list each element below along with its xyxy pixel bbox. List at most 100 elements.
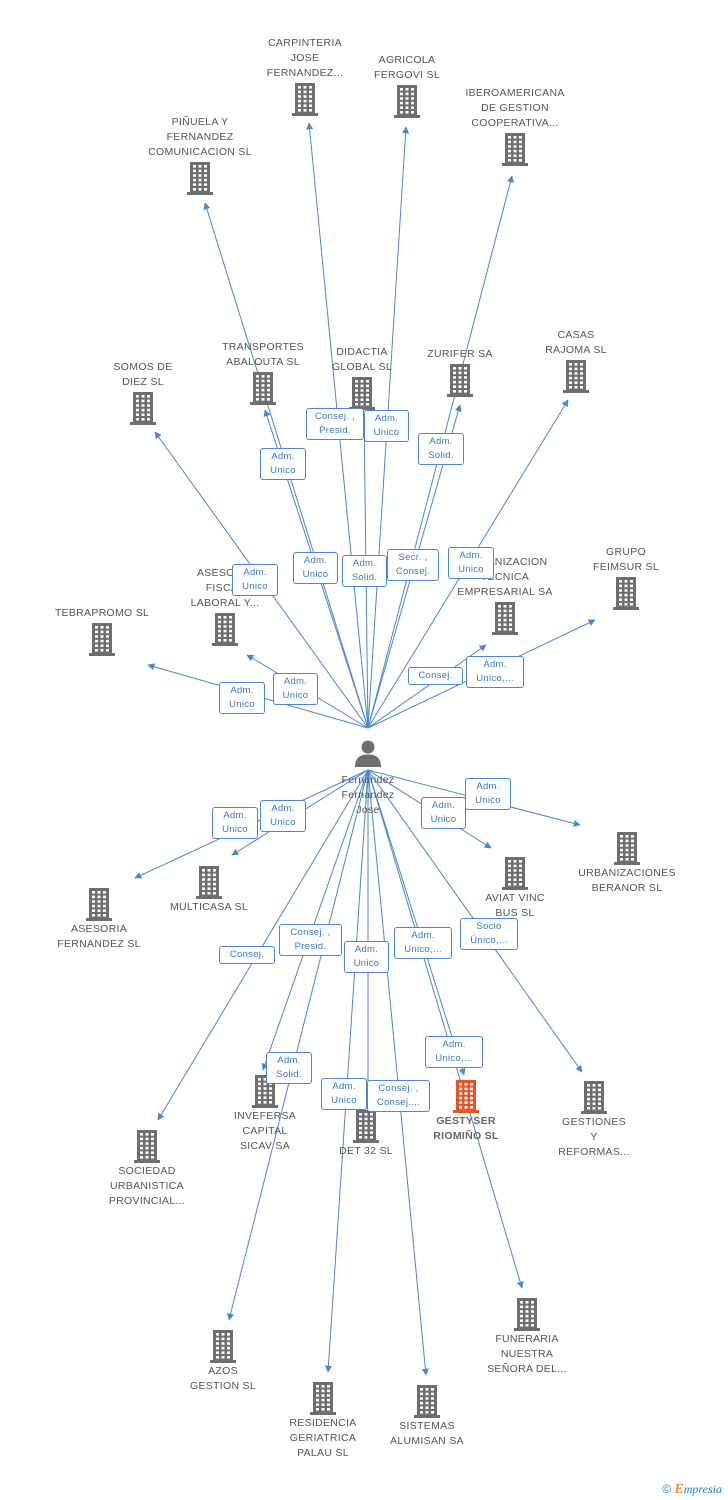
company-node-asesoria-fernandez[interactable]: ASESORIA FERNANDEZ SL [24,886,174,952]
building-icon [492,602,518,635]
building-icon [89,623,115,656]
company-name: ASESORIA FERNANDEZ SL [57,923,141,950]
edge-sistemas [367,769,429,1376]
role-label[interactable]: Adm. Solid. [342,555,387,587]
company-name: INVEFERSA CAPITAL SICAV SA [233,1110,297,1152]
building-icon [86,888,112,921]
company-name: ZURIFER SA [427,348,493,360]
company-node-residencia[interactable]: RESIDENCIA GERIATRICA PALAU SL [248,1380,398,1461]
company-node-iberoamericana[interactable]: IBEROAMERICANA DE GESTION COOPERATIVA... [440,86,590,167]
role-label[interactable]: Adm. Unico [364,410,409,442]
building-icon [502,857,528,890]
company-node-grupo[interactable]: GRUPO FEIMSUR SL [551,545,701,611]
company-node-carpinteria[interactable]: CARPINTERIA JOSE FERNANDEZ... [230,36,380,117]
building-icon [613,577,639,610]
building-icon [349,377,375,410]
edge-gestyser [367,769,466,1076]
role-label[interactable]: Adm. Unico,... [394,927,452,959]
company-node-zurifer[interactable]: ZURIFER SA [385,347,535,398]
edge-residencia [324,769,369,1373]
role-label[interactable]: Adm. Unico [344,941,389,973]
building-icon [514,1298,540,1331]
building-icon [614,832,640,865]
company-name: AZOS GESTION SL [189,1365,256,1392]
company-name: TEBRAPROMO SL [54,607,150,619]
company-node-didactia[interactable]: DIDACTIA GLOBAL SL [287,345,437,411]
building-icon [581,1081,607,1114]
edge-funeraria [367,769,524,1289]
role-label[interactable]: Adm. Unico [465,778,511,810]
role-label[interactable]: Secr. , Consej. [387,549,439,581]
role-label[interactable]: Adm. Unico [293,552,338,584]
company-node-gestiones[interactable]: GESTIONES Y REFORMAS... [519,1079,669,1160]
building-icon [353,1110,379,1143]
role-label[interactable]: Adm. Unico [260,800,306,832]
role-label[interactable]: Adm. Unico [232,564,278,596]
role-label[interactable]: Adm. Unico [421,797,466,829]
center-person[interactable]: Fernandez Fernandez Jose [330,738,406,818]
building-icon [134,1130,160,1163]
building-icon [394,85,420,118]
company-name: AGRICOLA FERGOVI SL [373,54,440,81]
company-node-sociedad[interactable]: SOCIEDAD URBANISTICA PROVINCIAL... [72,1128,222,1209]
building-icon [453,1080,479,1113]
role-label[interactable]: Consej. , Consej.... [367,1080,430,1112]
company-node-aviat[interactable]: AVIAT VINC BUS SL [440,855,590,921]
company-node-multicasa[interactable]: MULTICASA SL [134,864,284,915]
building-icon [292,83,318,116]
role-label[interactable]: Consej. , Presid. [306,408,364,440]
company-name: CASAS RAJOMA SL [545,329,607,356]
company-name: SOCIEDAD URBANISTICA PROVINCIAL... [108,1165,186,1207]
company-node-pinuela[interactable]: PIÑUELA Y FERNANDEZ COMUNICACION SL [125,115,275,196]
edge-inveferse [261,769,369,1071]
company-node-transportes[interactable]: TRANSPORTES ABALOUTA SL [188,340,338,406]
role-label[interactable]: Adm. Unico,... [466,656,524,688]
company-node-azos[interactable]: AZOS GESTION SL [148,1328,298,1394]
role-label[interactable]: Adm. Unico [273,673,318,705]
company-node-gestyser[interactable]: GESTYSER RIOMIÑO SL [391,1078,541,1144]
role-label[interactable]: Adm. Solid. [418,433,464,465]
building-icon [196,866,222,899]
building-icon [563,360,589,393]
company-name: AVIAT VINC BUS SL [485,892,545,919]
company-name: MULTICASA SL [169,901,249,913]
person-name: Fernandez Fernandez Jose [341,774,395,816]
company-node-tebrapromo[interactable]: TEBRAPROMO SL [27,606,177,657]
role-label[interactable]: Socio Único,... [460,918,518,950]
building-icon [414,1385,440,1418]
company-name: DIDACTIA GLOBAL SL [331,346,393,373]
company-name: GESTYSER RIOMIÑO SL [433,1115,499,1142]
building-icon [130,392,156,425]
role-label[interactable]: Adm. Unico [219,682,265,714]
company-name: SOMOS DE DIEZ SL [113,361,173,388]
company-node-funeraria[interactable]: FUNERARIA NUESTRA SEÑORA DEL... [452,1296,602,1377]
role-label[interactable]: Adm. Unico [260,448,306,480]
role-label[interactable]: Consej. [219,946,275,964]
edge-azos [227,769,369,1321]
role-label[interactable]: Adm. Unico [448,547,494,579]
company-node-sistemas[interactable]: SISTEMAS ALUMISAN SA [352,1383,502,1449]
company-node-det32[interactable]: DET 32 SL [291,1108,441,1159]
role-label[interactable]: Adm. Unico [212,807,258,839]
building-icon [310,1382,336,1415]
company-name: RESIDENCIA GERIATRICA PALAU SL [289,1417,357,1459]
role-label[interactable]: Consej. , Presid. [279,924,342,956]
company-node-agricola[interactable]: AGRICOLA FERGOVI SL [332,53,482,119]
person-icon [355,740,381,767]
company-name: GRUPO FEIMSUR SL [592,546,659,573]
building-icon [187,162,213,195]
company-node-casas[interactable]: CASAS RAJOMA SL [501,328,651,394]
building-icon [212,613,238,646]
company-name: PIÑUELA Y FERNANDEZ COMUNICACION SL [148,116,252,158]
empresia-watermark: © Empresia [662,1482,722,1498]
brand-initial: E [674,1482,684,1497]
company-node-somos[interactable]: SOMOS DE DIEZ SL [68,360,218,426]
building-icon [210,1330,236,1363]
role-label[interactable]: Adm. Unico [321,1078,367,1110]
company-name: URBANIZACIONES BERANOR SL [578,867,676,894]
company-node-urbanizaciones[interactable]: URBANIZACIONES BERANOR SL [552,830,702,896]
role-label[interactable]: Adm. Unico,... [425,1036,483,1068]
role-label[interactable]: Adm. Solid. [266,1052,312,1084]
role-label[interactable]: Consej. [408,667,463,685]
company-name: DET 32 SL [339,1145,393,1157]
